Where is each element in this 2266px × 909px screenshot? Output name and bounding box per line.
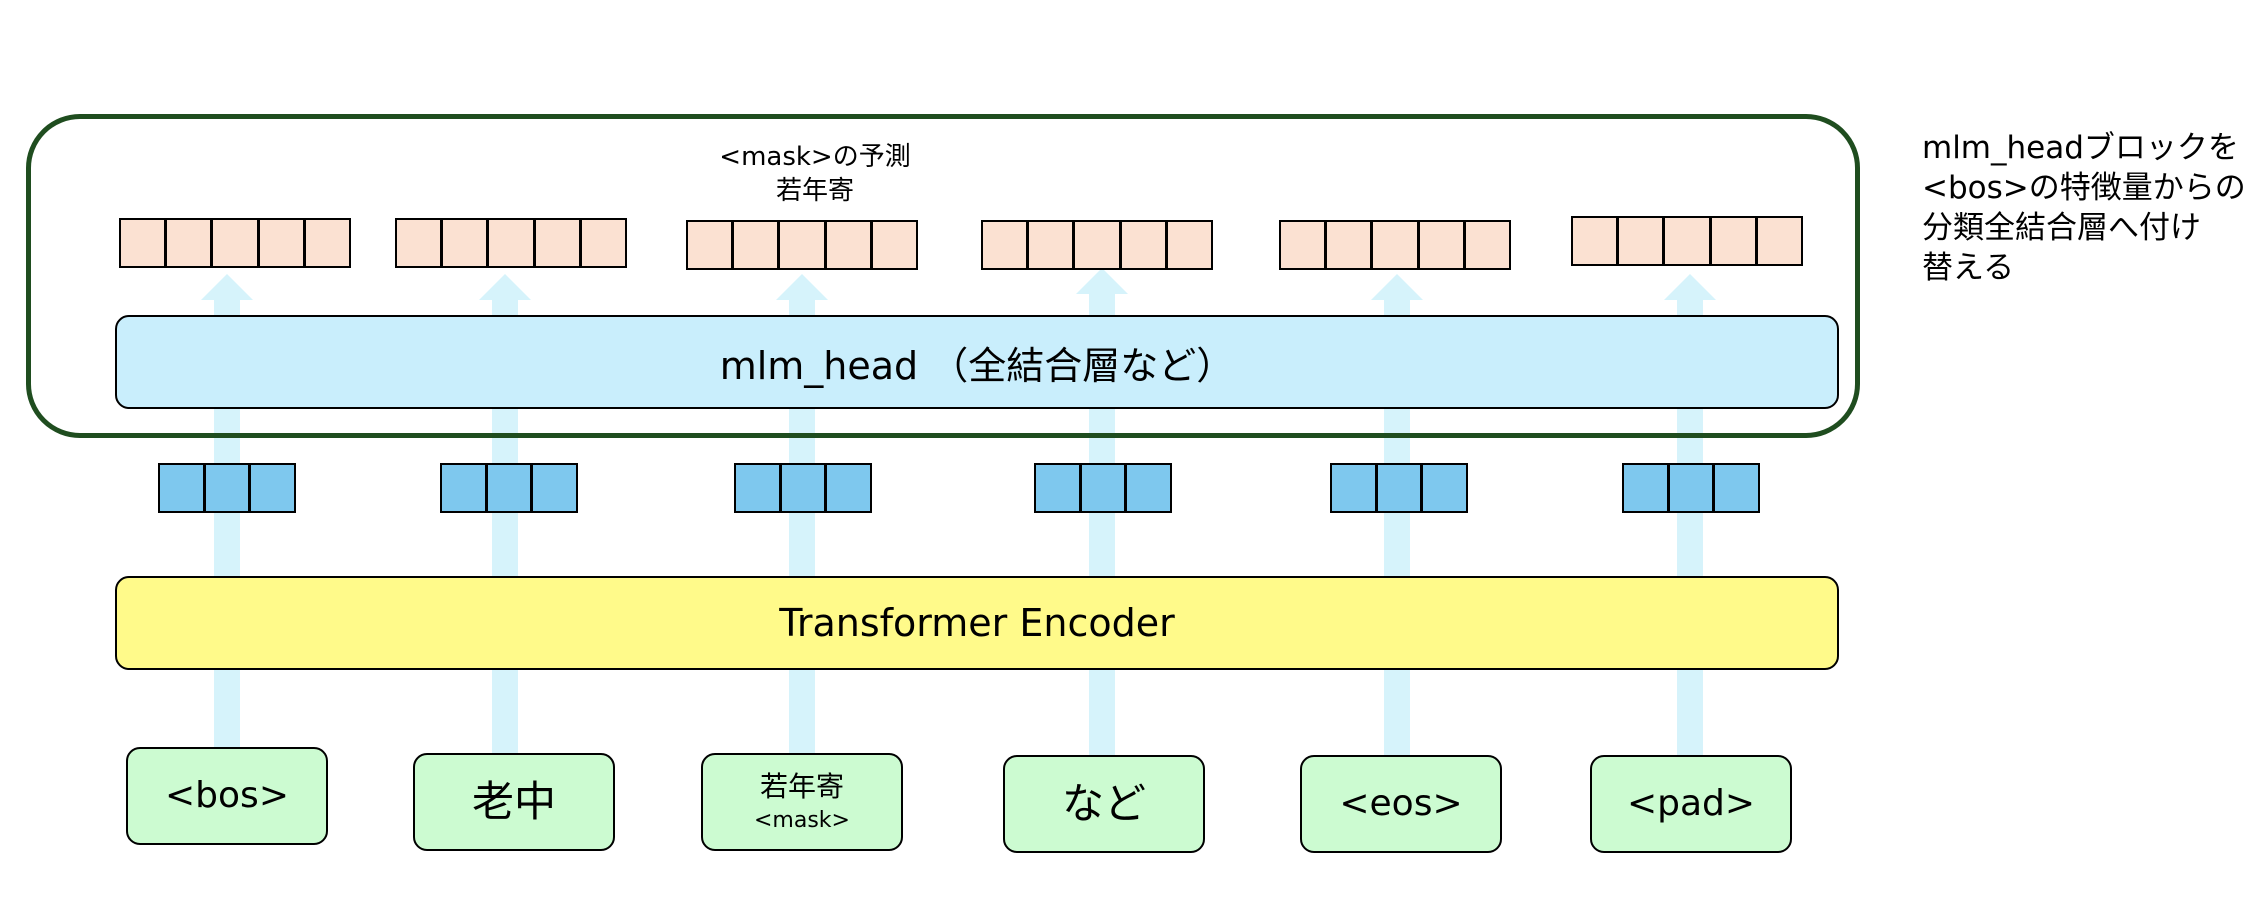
mask-prediction-label: <mask>の予測 若年寄 xyxy=(690,140,940,208)
input-token-mask: 若年寄 <mask> xyxy=(701,753,903,851)
token-text: <pad> xyxy=(1626,783,1756,825)
arrow-head-6 xyxy=(1664,274,1716,300)
input-token-pad: <pad> xyxy=(1590,755,1792,853)
input-token-rochu: 老中 xyxy=(413,753,615,851)
mask-prediction-line2: 若年寄 xyxy=(775,176,854,206)
hidden-vector-5 xyxy=(1330,463,1468,513)
token-text: <eos> xyxy=(1339,783,1463,825)
output-vector-2 xyxy=(395,218,627,268)
side-note-line1: mlm_headブロックを xyxy=(1922,130,2239,166)
arrow-head-1 xyxy=(201,274,253,300)
transformer-encoder-bar: Transformer Encoder xyxy=(115,576,1839,670)
input-token-nado: など xyxy=(1003,755,1205,853)
hidden-vector-2 xyxy=(440,463,578,513)
transformer-encoder-label: Transformer Encoder xyxy=(779,601,1175,645)
token-subtext: <mask> xyxy=(754,807,850,833)
output-vector-5 xyxy=(1279,220,1511,270)
hidden-vector-1 xyxy=(158,463,296,513)
side-note-line4: 替える xyxy=(1922,250,2015,286)
arrow-head-3 xyxy=(776,274,828,300)
mask-prediction-line1: <mask>の予測 xyxy=(719,142,911,172)
side-note: mlm_headブロックを <bos>の特徴量からの 分類全結合層へ付け 替える xyxy=(1922,128,2252,288)
token-text: 老中 xyxy=(471,776,556,826)
token-text: <bos> xyxy=(165,775,289,817)
token-text: など xyxy=(1061,778,1146,828)
token-text: 若年寄 xyxy=(759,770,844,803)
side-note-line2: <bos>の特徴量からの xyxy=(1922,170,2246,206)
arrow-head-2 xyxy=(479,274,531,300)
output-vector-6 xyxy=(1571,216,1803,266)
arrow-head-5 xyxy=(1371,274,1423,300)
mlm-head-bar: mlm_head （全結合層など） xyxy=(115,315,1839,409)
arrow-head-4 xyxy=(1076,268,1128,294)
output-vector-1 xyxy=(119,218,351,268)
hidden-vector-4 xyxy=(1034,463,1172,513)
input-token-bos: <bos> xyxy=(126,747,328,845)
output-vector-3 xyxy=(686,220,918,270)
input-token-eos: <eos> xyxy=(1300,755,1502,853)
hidden-vector-3 xyxy=(734,463,872,513)
hidden-vector-6 xyxy=(1622,463,1760,513)
side-note-line3: 分類全結合層へ付け xyxy=(1922,210,2201,246)
output-vector-4 xyxy=(981,220,1213,270)
mlm-head-block-frame xyxy=(26,114,1860,438)
mlm-head-label: mlm_head （全結合層など） xyxy=(719,343,1235,388)
